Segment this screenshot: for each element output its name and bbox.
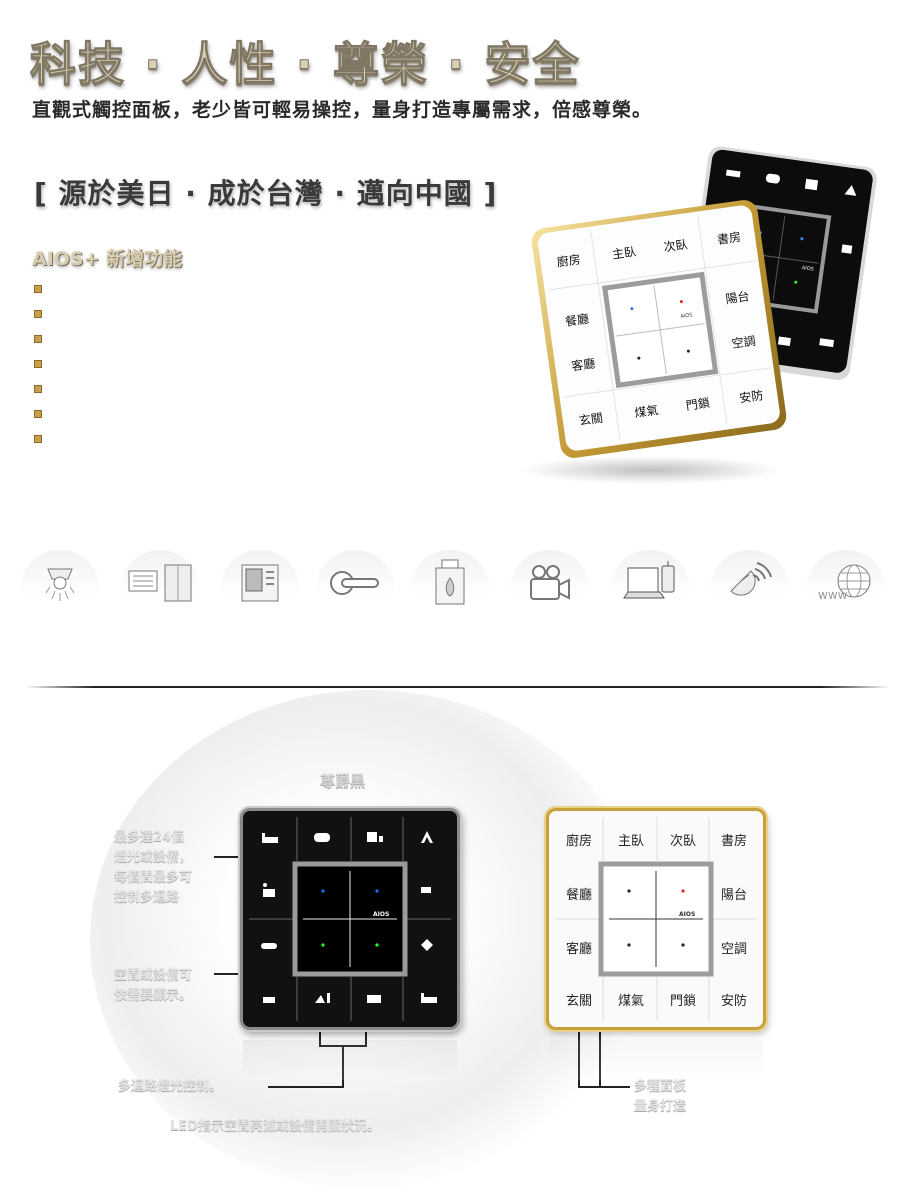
feature-icon-row: www <box>20 550 890 620</box>
door-lock-icon[interactable] <box>315 550 395 616</box>
callout-led-status: LED指示空間亮滅或設備開關狀況。 <box>170 1119 380 1134</box>
svg-text:AIOS: AIOS <box>373 911 389 918</box>
room-label[interactable]: 煤氣 <box>617 993 644 1009</box>
list-item <box>34 351 42 376</box>
intercom-icon[interactable] <box>220 550 300 616</box>
bullet-icon <box>34 309 42 318</box>
satellite-icon[interactable] <box>710 550 790 616</box>
svg-text:空調: 空調 <box>731 334 757 351</box>
black-panel-graphics: AIOS <box>249 817 451 1021</box>
room-label[interactable]: 廚房 <box>565 833 592 849</box>
svg-text:次臥: 次臥 <box>663 237 689 254</box>
panel-reflection <box>549 1040 763 1080</box>
bullet-icon <box>34 409 42 418</box>
svg-text:AIOS: AIOS <box>801 265 814 273</box>
room-label[interactable]: 空調 <box>720 941 747 957</box>
panel-reflection <box>243 1040 457 1080</box>
camera-icon[interactable] <box>510 550 590 616</box>
bullet-icon <box>34 334 42 343</box>
www-globe-icon[interactable]: www <box>806 550 886 616</box>
room-label[interactable]: 門鎖 <box>669 993 696 1009</box>
svg-text:餐廳: 餐廳 <box>564 311 590 329</box>
svg-text:主臥: 主臥 <box>611 245 637 262</box>
list-item <box>34 426 42 451</box>
svg-text:AIOS: AIOS <box>679 911 695 918</box>
computer-phone-icon[interactable] <box>610 550 690 616</box>
svg-text:安防: 安防 <box>738 387 764 405</box>
list-item <box>34 301 42 326</box>
section-divider <box>25 686 890 688</box>
svg-text:書房: 書房 <box>716 229 742 247</box>
product-photo-svg: AIOS AIOS 廚房 主臥 次臥 書房 餐廳 陽台 客廳 空調 玄關 煤氣 門鎖 安防 <box>520 146 877 484</box>
svg-text:煤氣: 煤氣 <box>634 403 660 420</box>
room-label[interactable]: 客廳 <box>565 941 592 957</box>
page-subtitle: 直觀式觸控面板，老少皆可輕易操控，量身打造專屬需求，倍感尊榮。 <box>32 99 653 121</box>
black-touch-panel[interactable]: AIOS <box>240 808 460 1030</box>
bullet-icon <box>34 284 42 293</box>
section-title: AIOS+ 新增功能 <box>32 248 183 270</box>
white-touch-panel[interactable]: AIOS 廚房 主臥 次臥 書房 餐廳 陽台 客廳 空調 玄關 煤氣 門鎖 安防 <box>546 808 766 1030</box>
room-label[interactable]: 主臥 <box>617 833 644 849</box>
svg-text:陽台: 陽台 <box>724 288 750 306</box>
svg-text:AIOS: AIOS <box>680 312 693 320</box>
svg-text:客廳: 客廳 <box>570 355 596 373</box>
svg-text:門鎖: 門鎖 <box>685 395 711 413</box>
svg-text:廚房: 廚房 <box>556 251 582 269</box>
variant-label: 尊爵黑 <box>320 772 366 790</box>
room-label[interactable]: 餐廳 <box>565 887 592 903</box>
curtain-icon[interactable] <box>120 550 200 616</box>
page-title: 科技 · 人性 · 尊榮 · 安全 <box>30 37 581 92</box>
gas-sensor-icon[interactable] <box>410 550 490 616</box>
bullet-icon <box>34 434 42 443</box>
product-photo: AIOS AIOS 廚房 主臥 次臥 書房 餐廳 陽台 客廳 空調 玄關 煤氣 門鎖 安防 <box>510 140 890 490</box>
list-item <box>34 376 42 401</box>
svg-text:玄關: 玄關 <box>578 410 604 428</box>
slogan: [ 源於美日 · 成於台灣 · 邁向中國 ] <box>34 177 498 210</box>
callout-display: 空間或設備可 依需要顯示。 <box>114 968 193 1003</box>
list-item <box>34 401 42 426</box>
white-panel-graphics: AIOS <box>555 817 757 1021</box>
callout-max-devices: 最多達24個 燈光或設備， 每個間最多可 控制多迴路 <box>114 830 193 905</box>
room-label[interactable]: 次臥 <box>669 833 696 849</box>
room-label[interactable]: 書房 <box>720 833 747 849</box>
room-label[interactable]: 安防 <box>720 993 747 1009</box>
list-item <box>34 276 42 301</box>
bullet-icon <box>34 384 42 393</box>
room-label[interactable]: 玄關 <box>565 993 592 1009</box>
svg-text:www: www <box>818 588 848 602</box>
list-item <box>34 326 42 351</box>
feature-bullet-list <box>34 276 42 451</box>
bullet-icon <box>34 359 42 368</box>
ceiling-light-icon[interactable] <box>20 550 100 616</box>
callout-multi-light: 多迴路燈光控制。 <box>118 1079 223 1094</box>
room-label[interactable]: 陽台 <box>720 887 747 903</box>
callout-custom-panels: 多種面板 量身打造 <box>634 1079 687 1114</box>
